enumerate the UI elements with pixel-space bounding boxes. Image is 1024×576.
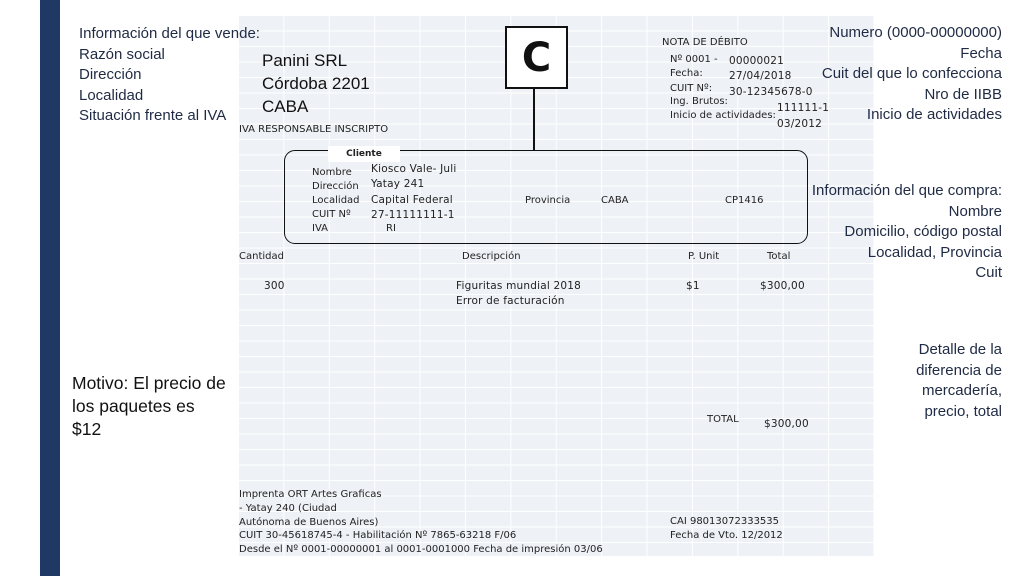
left-accent-bar — [40, 0, 60, 576]
type-connector-line — [533, 89, 535, 151]
client-section-label: Cliente — [328, 146, 400, 162]
total-value: $300,00 — [764, 418, 809, 430]
invoice-annotation-line: Fecha — [960, 44, 1002, 62]
seller-annotation-line: Situación frente al IVA — [79, 107, 227, 125]
seller-annotation-line: Localidad — [79, 86, 144, 104]
document-title: NOTA DE DÉBITO — [662, 37, 748, 48]
date-label: Fecha: — [670, 68, 703, 79]
header-quantity: Cantidad — [239, 251, 284, 262]
buyer-annotation-line: Domicilio, código postal — [844, 223, 1002, 241]
invoice-annotation-line: Numero (0000-00000000) — [829, 24, 1002, 41]
buyer-annotation-line: Nombre — [948, 202, 1002, 220]
buyer-annotation: Información del que compra: Nombre Domic… — [812, 181, 1002, 284]
buyer-annotation-line: Información del que compra: — [811, 182, 1002, 199]
client-box — [284, 150, 808, 244]
row-1-unit-price: $1 — [686, 280, 700, 292]
client-iva-value: RI — [386, 223, 396, 234]
row-1-total: $300,00 — [760, 280, 805, 292]
row-2-description: Error de facturación — [456, 295, 565, 307]
header-unit-price: P. Unit — [688, 251, 720, 262]
cuit-label: CUIT Nº: — [670, 83, 713, 94]
detail-annotation-line: mercadería, — [921, 382, 1002, 400]
client-address-value: Yatay 241 — [371, 178, 425, 190]
start-label: Inicio de actividades: — [670, 110, 776, 121]
client-address-label: Dirección — [312, 181, 359, 192]
cai-number: CAI 98013072333535 — [670, 516, 780, 527]
detail-annotation: Detalle de la diferencia de mercadería, … — [916, 340, 1002, 422]
client-name-label: Nombre — [312, 167, 352, 178]
seller-annotation-line: Dirección — [79, 66, 142, 84]
seller-block: Panini SRL Córdoba 2201 CABA — [262, 49, 370, 118]
printer-cuit-line: CUIT 30-45618745-4 - Habilitación Nº 786… — [239, 530, 517, 541]
client-locality-label: Localidad — [312, 195, 360, 206]
seller-annotation-line: Información del que vende: — [79, 25, 260, 42]
iibb-value: 111111-1 — [777, 102, 830, 114]
client-iva-label: IVA — [312, 223, 328, 234]
reason-annotation-line: los paquetes es — [72, 396, 195, 416]
iibb-label: Ing. Brutos: — [670, 96, 728, 107]
detail-annotation-line: Detalle de la — [918, 341, 1002, 358]
reason-annotation-line: Motivo: El precio de — [72, 373, 226, 393]
document-type-box: C — [505, 26, 568, 89]
client-cuit-value: 27-11111111-1 — [371, 209, 455, 221]
invoice-sheet — [238, 15, 874, 556]
seller-address: Córdoba 2201 — [262, 74, 370, 93]
reason-annotation: Motivo: El precio de los paquetes es $12 — [72, 372, 226, 441]
client-name-value: Kiosco Vale- Juli — [371, 163, 457, 175]
row-1-quantity: 300 — [264, 280, 285, 292]
seller-annotation: Información del que vende: Razón social … — [79, 24, 260, 127]
detail-annotation-line: diferencia de — [916, 361, 1002, 379]
seller-locality: CABA — [262, 97, 309, 116]
invoice-annotation: Numero (0000-00000000) Fecha Cuit del qu… — [822, 23, 1002, 126]
detail-annotation-line: precio, total — [924, 402, 1002, 420]
client-locality-value: Capital Federal — [371, 194, 453, 206]
client-province-label: Provincia — [525, 195, 571, 206]
client-cuit-label: CUIT Nº — [312, 209, 351, 220]
cai-due-date: Fecha de Vto. 12/2012 — [670, 530, 783, 541]
printer-info: Imprenta ORT Artes Graficas - Yatay 240 … — [239, 488, 382, 530]
invoice-annotation-line: Inicio de actividades — [866, 106, 1002, 124]
buyer-annotation-line: Cuit — [975, 264, 1002, 282]
date-value: 27/04/2018 — [729, 70, 792, 82]
row-1-description: Figuritas mundial 2018 — [456, 280, 582, 292]
document-type-letter: C — [521, 34, 552, 81]
reason-annotation-line: $12 — [72, 419, 102, 439]
number-label: Nº 0001 - — [670, 54, 718, 65]
seller-name: Panini SRL — [262, 51, 348, 70]
invoice-annotation-line: Nro de IIBB — [924, 85, 1002, 103]
number-value: 00000021 — [729, 55, 785, 67]
start-value: 03/2012 — [777, 118, 823, 130]
client-province-value: CABA — [601, 195, 629, 206]
invoice-annotation-line: Cuit del que lo confecciona — [821, 65, 1002, 83]
number-range-line: Desde el Nº 0001-00000001 al 0001-000100… — [239, 544, 603, 555]
cuit-value: 30-12345678-0 — [729, 86, 813, 98]
printer-line: Imprenta ORT Artes Graficas — [239, 489, 382, 500]
printer-line: - Yatay 240 (Ciudad — [239, 503, 337, 514]
seller-annotation-line: Razón social — [79, 45, 165, 63]
client-postal-code: CP1416 — [725, 195, 764, 206]
header-total: Total — [767, 251, 791, 262]
total-label: TOTAL — [707, 414, 739, 425]
header-description: Descripción — [462, 251, 521, 262]
printer-line: Autónoma de Buenos Aires) — [239, 517, 379, 528]
buyer-annotation-line: Localidad, Provincia — [867, 243, 1002, 261]
seller-iva-condition: IVA RESPONSABLE INSCRIPTO — [239, 124, 389, 135]
